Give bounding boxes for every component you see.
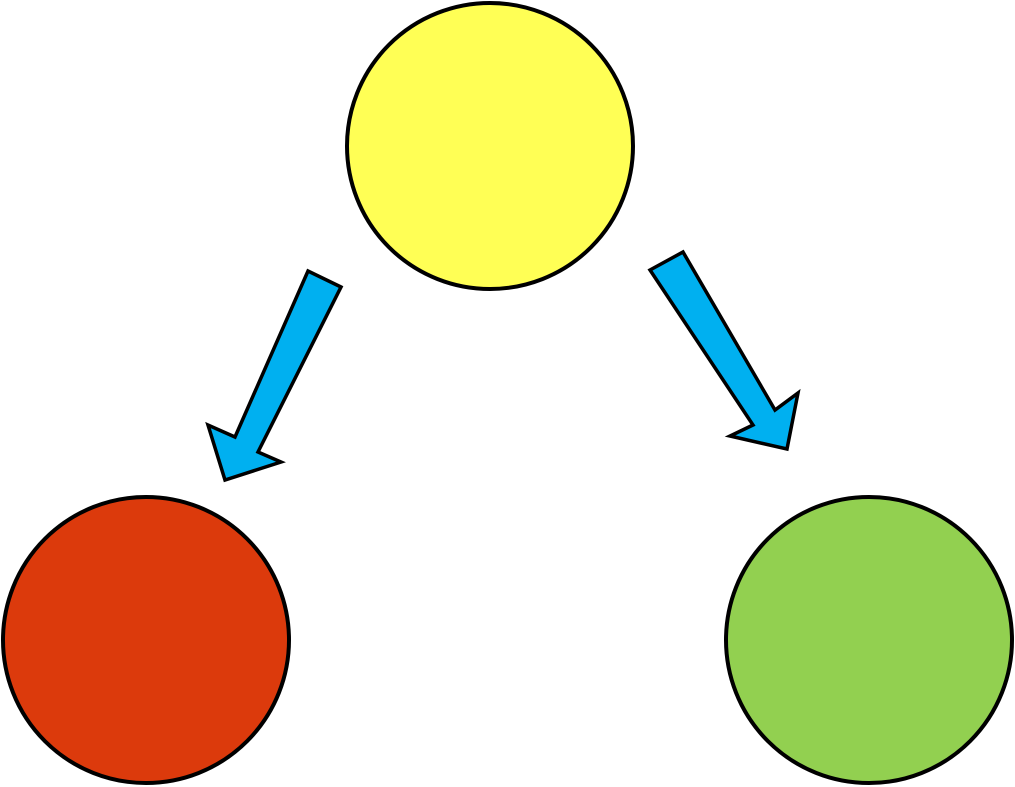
bottom-left-circle [1,495,291,785]
top-circle [345,1,635,291]
arrow-down-left-icon [205,268,344,483]
arrow-down-right-icon [647,249,801,452]
bottom-right-circle [724,495,1014,785]
